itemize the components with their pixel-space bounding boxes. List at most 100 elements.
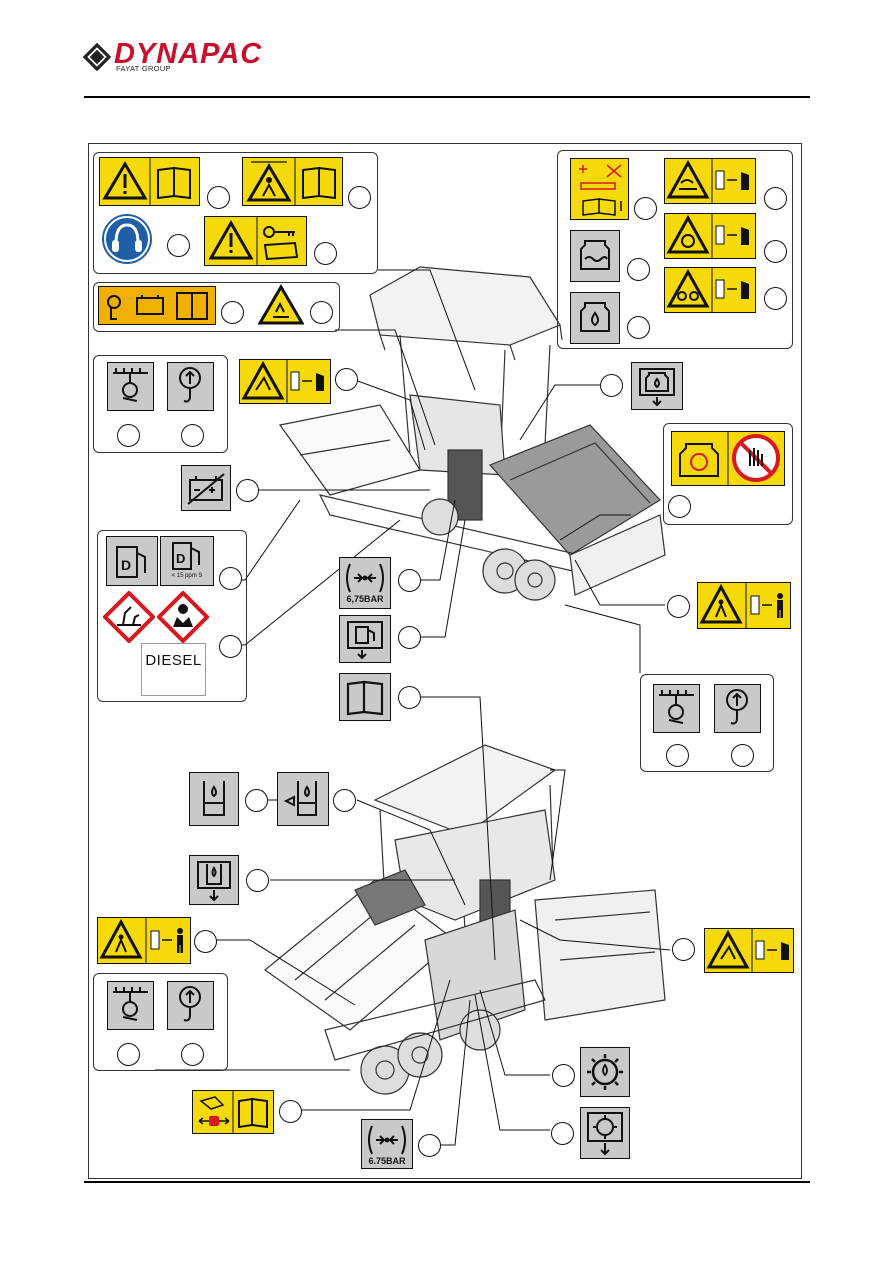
callout — [194, 930, 217, 953]
wrench-icon — [108, 296, 120, 319]
callout — [279, 1100, 302, 1123]
decal-crush-hand — [239, 359, 331, 404]
tyre-pressure-icon — [347, 564, 383, 592]
decal-diesel-label: DIESEL — [141, 643, 206, 696]
decal-engine-no-touch — [671, 431, 785, 486]
callout — [348, 186, 371, 209]
callout — [627, 258, 650, 281]
callout — [219, 567, 242, 590]
callout — [627, 316, 650, 339]
decal-lifting-hook — [167, 362, 214, 411]
decal-tie-down — [107, 981, 154, 1030]
callout — [117, 1043, 140, 1066]
callout — [181, 1043, 204, 1066]
fuel-icon: D — [117, 547, 145, 577]
lifting-hook-icon — [727, 690, 747, 723]
decal-hydraulic-drain — [189, 855, 239, 905]
decal-ear-protection — [101, 213, 153, 265]
battery-icon — [137, 295, 163, 314]
person-distance-icon — [177, 928, 183, 953]
callout — [551, 1122, 574, 1145]
callout — [668, 495, 691, 518]
callout — [666, 744, 689, 767]
decal-warning-key — [204, 216, 307, 266]
decal-seat-manual — [242, 157, 343, 206]
decal-lifting-hook — [714, 684, 761, 733]
tie-down-icon — [113, 368, 148, 401]
pressure-label-top: 6,75BAR — [340, 594, 390, 604]
decal-battery-disconnect — [181, 465, 231, 511]
decal-fuel-diesel: D — [106, 536, 158, 586]
callout — [335, 368, 358, 391]
callout — [219, 635, 242, 658]
engine-oil-icon — [581, 303, 609, 331]
decal-fuel-low-sulfur: D < 15 ppm S — [160, 536, 214, 586]
callout — [764, 287, 787, 310]
coolant-icon — [581, 241, 609, 269]
decal-coolant-level — [570, 230, 620, 282]
callout — [764, 240, 787, 263]
decal-screed-manual — [192, 1090, 274, 1134]
decal-warning-manual — [99, 157, 200, 206]
warning-triangle-icon — [105, 164, 145, 198]
callout — [764, 187, 787, 210]
callout — [667, 595, 690, 618]
callout — [634, 197, 657, 220]
callout — [221, 301, 244, 324]
callout — [117, 424, 140, 447]
callout — [236, 479, 259, 502]
decal-rotating-parts — [664, 213, 756, 259]
decal-service-battery-manual — [98, 286, 216, 325]
manual-book-icon — [348, 682, 382, 714]
decal-environment-hazard — [103, 591, 155, 643]
callout — [600, 374, 623, 397]
lifting-hook-icon — [180, 368, 200, 401]
decal-health-hazard — [157, 591, 209, 643]
decal-lifting-hook — [167, 981, 214, 1030]
gearbox-oil-icon — [587, 1054, 623, 1090]
decal-person-distance — [97, 917, 191, 964]
battery-icon — [188, 474, 224, 504]
decal-oil-drain — [631, 362, 683, 410]
decal-tie-down — [653, 684, 700, 733]
callout — [731, 744, 754, 767]
decal-hot-surface — [258, 284, 304, 326]
decal-hydraulic-filter — [277, 772, 329, 826]
callout — [314, 242, 337, 265]
callout — [398, 569, 421, 592]
callout — [246, 869, 269, 892]
decal-tie-down — [107, 362, 154, 411]
hydraulic-oil-icon — [204, 781, 224, 815]
callout — [398, 626, 421, 649]
decal-hot-liquid — [664, 158, 756, 204]
decal-person-distance — [697, 582, 791, 629]
callout — [333, 789, 356, 812]
svg-text:D: D — [121, 557, 131, 573]
decal-tyre-pressure-bottom: 6.75BAR — [361, 1119, 413, 1169]
tie-down-icon — [113, 987, 148, 1020]
manual-book-icon — [177, 293, 207, 319]
decal-engine-oil — [570, 292, 620, 344]
manual-book-icon — [239, 1099, 267, 1127]
lifting-hook-icon — [180, 987, 200, 1020]
decal-read-manual — [339, 673, 391, 721]
callout — [310, 301, 333, 324]
svg-text:D: D — [176, 551, 185, 566]
callout — [418, 1134, 441, 1157]
callout — [245, 789, 268, 812]
decal-gearbox-oil — [580, 1047, 630, 1097]
decal-coolant-warning — [570, 158, 629, 220]
callout — [167, 234, 190, 257]
pressure-label-bottom: 6.75BAR — [362, 1156, 412, 1166]
person-distance-icon — [777, 593, 783, 618]
sulfur-label: < 15 ppm S — [161, 573, 213, 579]
decal-tyre-pressure-top: 6,75BAR — [339, 557, 391, 609]
callout — [398, 686, 421, 709]
decal-belt-entanglement — [664, 267, 756, 313]
tyre-pressure-icon — [369, 1126, 405, 1154]
decal-gearbox-drain — [580, 1107, 630, 1159]
decal-hydraulic-tank — [189, 772, 239, 826]
decal-crush-hand — [704, 928, 794, 973]
diesel-text: DIESEL — [142, 652, 205, 669]
manual-book-icon — [158, 168, 190, 198]
